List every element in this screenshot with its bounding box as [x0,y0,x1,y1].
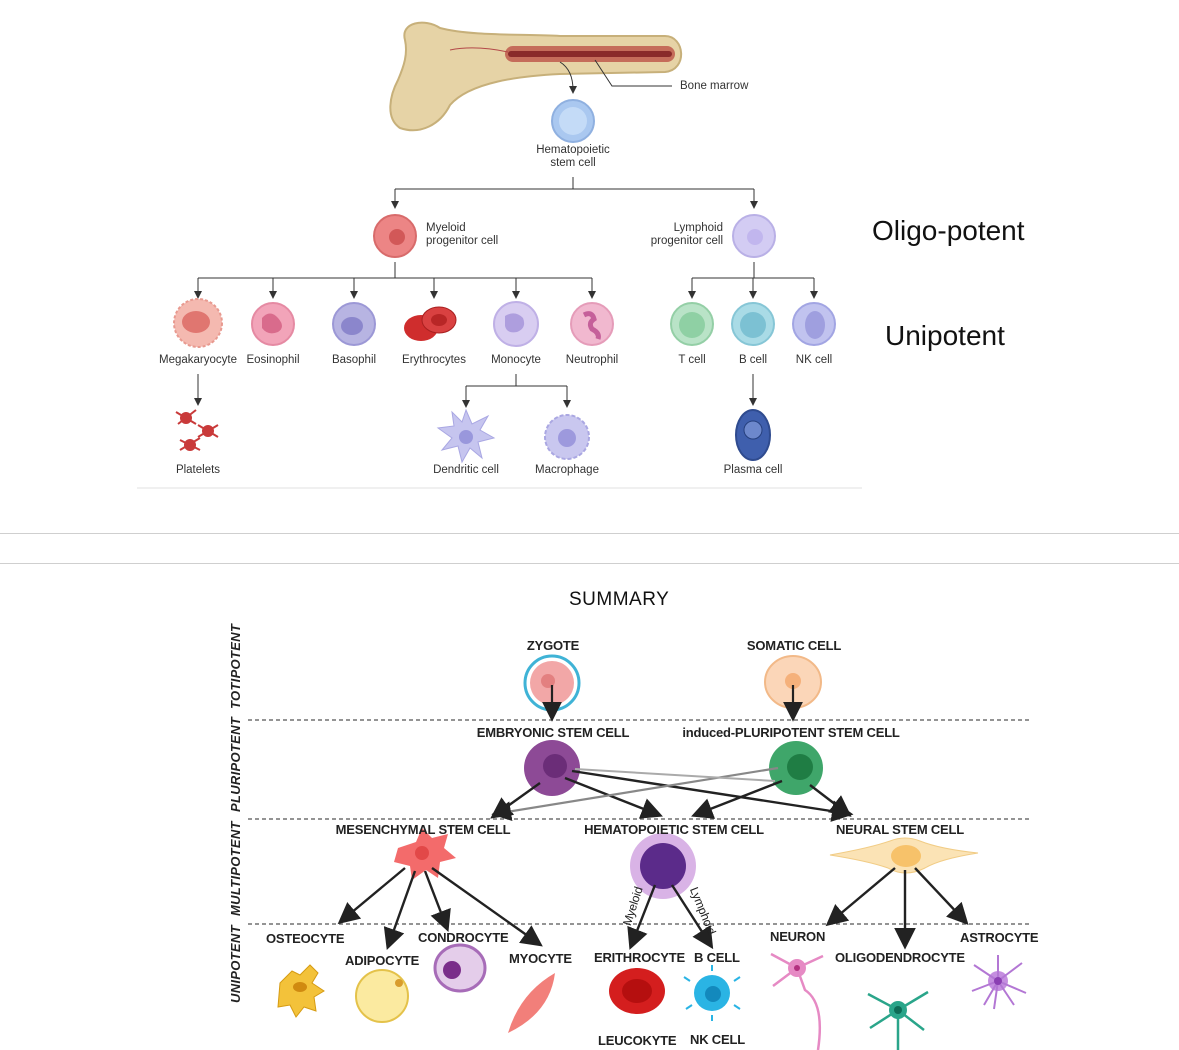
hsc-label: Hematopoietic stem cell [536,144,610,169]
lymphoid-cell-label: B cell [738,354,768,366]
mesenchymal-stem-cell-label: MESENCHYMAL STEM CELL [335,822,511,837]
zygote-label: ZYGOTE [526,638,580,653]
neural-stem-cell-label: NEURAL STEM CELL [835,822,965,837]
neutrophil-cell [570,302,614,346]
myocyte-cell [508,973,555,1033]
myeloid-cell-label: Basophil [331,354,377,366]
basophil-cell [332,302,376,346]
myeloid-cell-label: Monocyte [491,354,541,366]
bone-illustration [389,21,683,132]
hematopoietic-stem-cell-label: HEMATOPOIETIC STEM CELL [584,822,764,837]
condrocyte-label: CONDROCYTE [418,930,509,945]
platelets-label: Platelets [175,464,221,476]
myeloid-progenitor-label: Myeloid progenitor cell [426,222,499,247]
erithrocyte-label: ERITHROCYTE [594,950,685,965]
summary-title: SUMMARY [569,589,670,610]
condrocyte-cell [433,943,487,993]
zygote-cell [523,654,581,712]
adipocyte-label: ADIPOCYTE [345,953,420,968]
embryonic-stem-cell-label: EMBRYONIC STEM CELL [476,725,630,740]
ipsc-label: induced-PLURIPOTENT STEM CELL [682,725,900,740]
macrophage-label: Macrophage [535,464,599,476]
potency-level-label: TOTIPOTENT [228,623,243,709]
oligodendrocyte-cell [867,990,929,1050]
lymphoid-cell-label: NK cell [795,354,833,366]
lymphoid-cell-label: T cell [678,354,706,366]
megakaryocyte-cell [173,298,223,348]
nk-cell-label: NK CELL [690,1032,745,1047]
eosinophil-cell [251,302,295,346]
neural-stem-cell-shape [829,837,979,874]
hematopoietic-stem-cell-shape [630,833,696,899]
oligodendrocyte-label: OLIGODENDROCYTE [835,950,965,965]
neuron-label: NEURON [770,929,826,944]
b-cell-label: B CELL [694,950,740,965]
somatic-cell-label: SOMATIC CELL [746,638,842,653]
hematopoiesis-diagram: Bone marrow Hematopoietic stem cell Myel… [137,21,1025,489]
monocyte-cell [493,301,539,347]
b-cell-shape [683,965,741,1021]
macrophage-cell [544,414,590,460]
unipotent-label: Unipotent [885,320,1005,351]
neuron-cell [770,952,824,1050]
nk-cell [792,302,836,346]
divider [0,563,1179,564]
embryonic-stem-cell [524,740,580,796]
astrocyte-label: ASTROCYTE [960,930,1039,945]
mesenchymal-stem-cell-shape [394,828,456,880]
dendritic-cell-label: Dendritic cell [433,464,499,476]
astrocyte-cell [971,955,1027,1010]
potency-level-label: MULTIPOTENT [228,821,243,916]
summary-graphics [248,654,1030,1050]
potency-level-label: PLURIPOTENT [228,716,243,812]
potency-level-label: UNIPOTENT [228,925,243,1003]
myeloid-cell-label: Megakaryocyte [159,354,237,366]
hematopoiesis-graphics [137,21,862,489]
lymphoid-progenitor-label: Lymphoid progenitor cell [650,222,723,247]
plasma-cell-shape [735,409,771,461]
summary-diagram: SUMMARY TOTIPOTENT PLURIPOTENT MULTIPOTE… [0,563,1179,1050]
b-cell [731,302,775,346]
plasma-cell-label: Plasma cell [723,464,783,476]
ipsc-cell [769,741,823,795]
erithrocyte-cell [609,968,665,1014]
divider [0,533,1179,534]
dendritic-cell-shape [436,408,496,464]
osteocyte-cell [277,964,325,1018]
myocyte-label: MYOCYTE [509,951,572,966]
myeloid-cell-label: Eosinophil [246,354,300,366]
osteocyte-label: OSTEOCYTE [266,931,345,946]
bone-marrow-label: Bone marrow [680,80,749,92]
oligo-potent-label: Oligo-potent [872,215,1025,246]
adipocyte-cell [355,969,409,1023]
t-cell [670,302,714,346]
myeloid-cell-label: Neutrophil [565,354,619,366]
leucokyte-label: LEUCOKYTE [598,1033,677,1048]
erythrocytes-cell [404,306,457,341]
platelets-cells [175,409,219,451]
myeloid-cell-label: Erythrocytes [402,354,466,366]
